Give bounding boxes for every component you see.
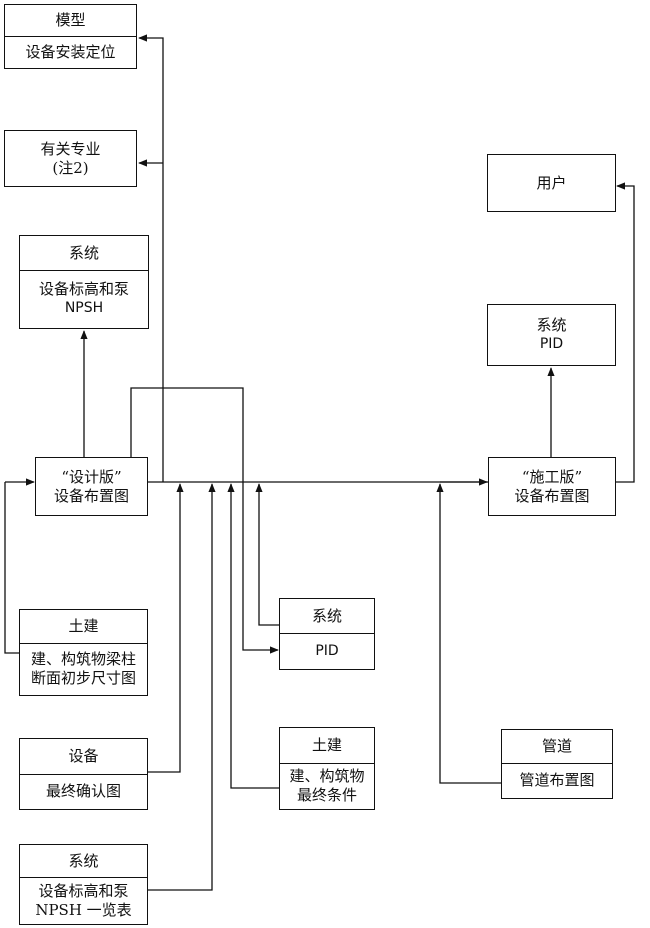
box-model-text: 设备安装定位 (25, 43, 116, 61)
box-pid-middle: 系统 PID (279, 598, 375, 670)
box-design-layout: “设计版” 设备布置图 (35, 457, 148, 516)
box-model: 模型 设备安装定位 (4, 4, 137, 69)
box-system-bottom-text1: 设备标高和泵 (38, 881, 129, 900)
box-equipment-title: 设备 (20, 739, 147, 775)
box-system-bottom-title: 系统 (20, 845, 147, 878)
box-system-top-text2: NPSH (64, 300, 104, 316)
box-civil-b-title: 土建 (280, 728, 374, 764)
box-related-text2: (注2) (52, 158, 89, 177)
box-civil-b-text2: 最终条件 (296, 786, 357, 804)
box-piping-text: 管道布置图 (519, 771, 595, 789)
box-related-text1: 有关专业 (40, 139, 101, 158)
box-related: 有关专业 (注2) (4, 130, 137, 187)
box-system-top-title: 系统 (20, 236, 148, 271)
box-civil-a-text2: 断面初步尺寸图 (30, 669, 136, 687)
box-civil-b: 土建 建、构筑物 最终条件 (279, 727, 375, 810)
box-civil-b-text1: 建、构筑物 (289, 767, 365, 785)
box-equipment: 设备 最终确认图 (19, 738, 148, 810)
box-civil-a-title: 土建 (20, 610, 147, 644)
box-civil-a: 土建 建、构筑物梁柱 断面初步尺寸图 (19, 609, 148, 696)
box-construction-text2: 设备布置图 (514, 486, 590, 505)
box-pid-right-text2: PID (539, 336, 564, 352)
arrow-to-model (138, 34, 164, 482)
box-design-text1: “设计版” (61, 467, 122, 486)
box-piping-title: 管道 (502, 730, 612, 764)
arrow-to-user (616, 182, 635, 483)
box-system-bottom-text2: NPSH 一览表 (35, 900, 132, 919)
box-pid-right: 系统 PID (487, 304, 616, 366)
box-model-title: 模型 (5, 5, 136, 37)
box-user-text: 用户 (536, 173, 567, 192)
arrow-loop-to-pidmid (130, 387, 279, 654)
box-pid-middle-title: 系统 (280, 599, 374, 634)
box-civil-a-text1: 建、构筑物梁柱 (30, 650, 136, 668)
box-pid-middle-text: PID (315, 642, 339, 659)
box-equipment-text: 最终确认图 (45, 782, 121, 800)
arrow-equip-to-main (140, 483, 184, 773)
box-pid-right-text1: 系统 (536, 316, 567, 334)
box-construction-layout: “施工版” 设备布置图 (488, 457, 616, 516)
arrow-piping-to-main (436, 483, 501, 784)
box-design-text2: 设备布置图 (53, 486, 129, 505)
box-piping: 管道 管道布置图 (501, 729, 613, 799)
box-construction-text1: “施工版” (521, 467, 583, 486)
arrow-pidmid-to-main (255, 483, 279, 626)
box-system-top: 系统 设备标高和泵 NPSH (19, 235, 149, 329)
arrow-sysbottom-to-main (140, 483, 216, 891)
arrow-civilb-to-main (227, 483, 279, 789)
box-user: 用户 (487, 154, 616, 212)
box-system-bottom: 系统 设备标高和泵 NPSH 一览表 (19, 844, 148, 925)
box-system-top-text1: 设备标高和泵 (38, 280, 129, 298)
civil-a-link (4, 482, 19, 654)
